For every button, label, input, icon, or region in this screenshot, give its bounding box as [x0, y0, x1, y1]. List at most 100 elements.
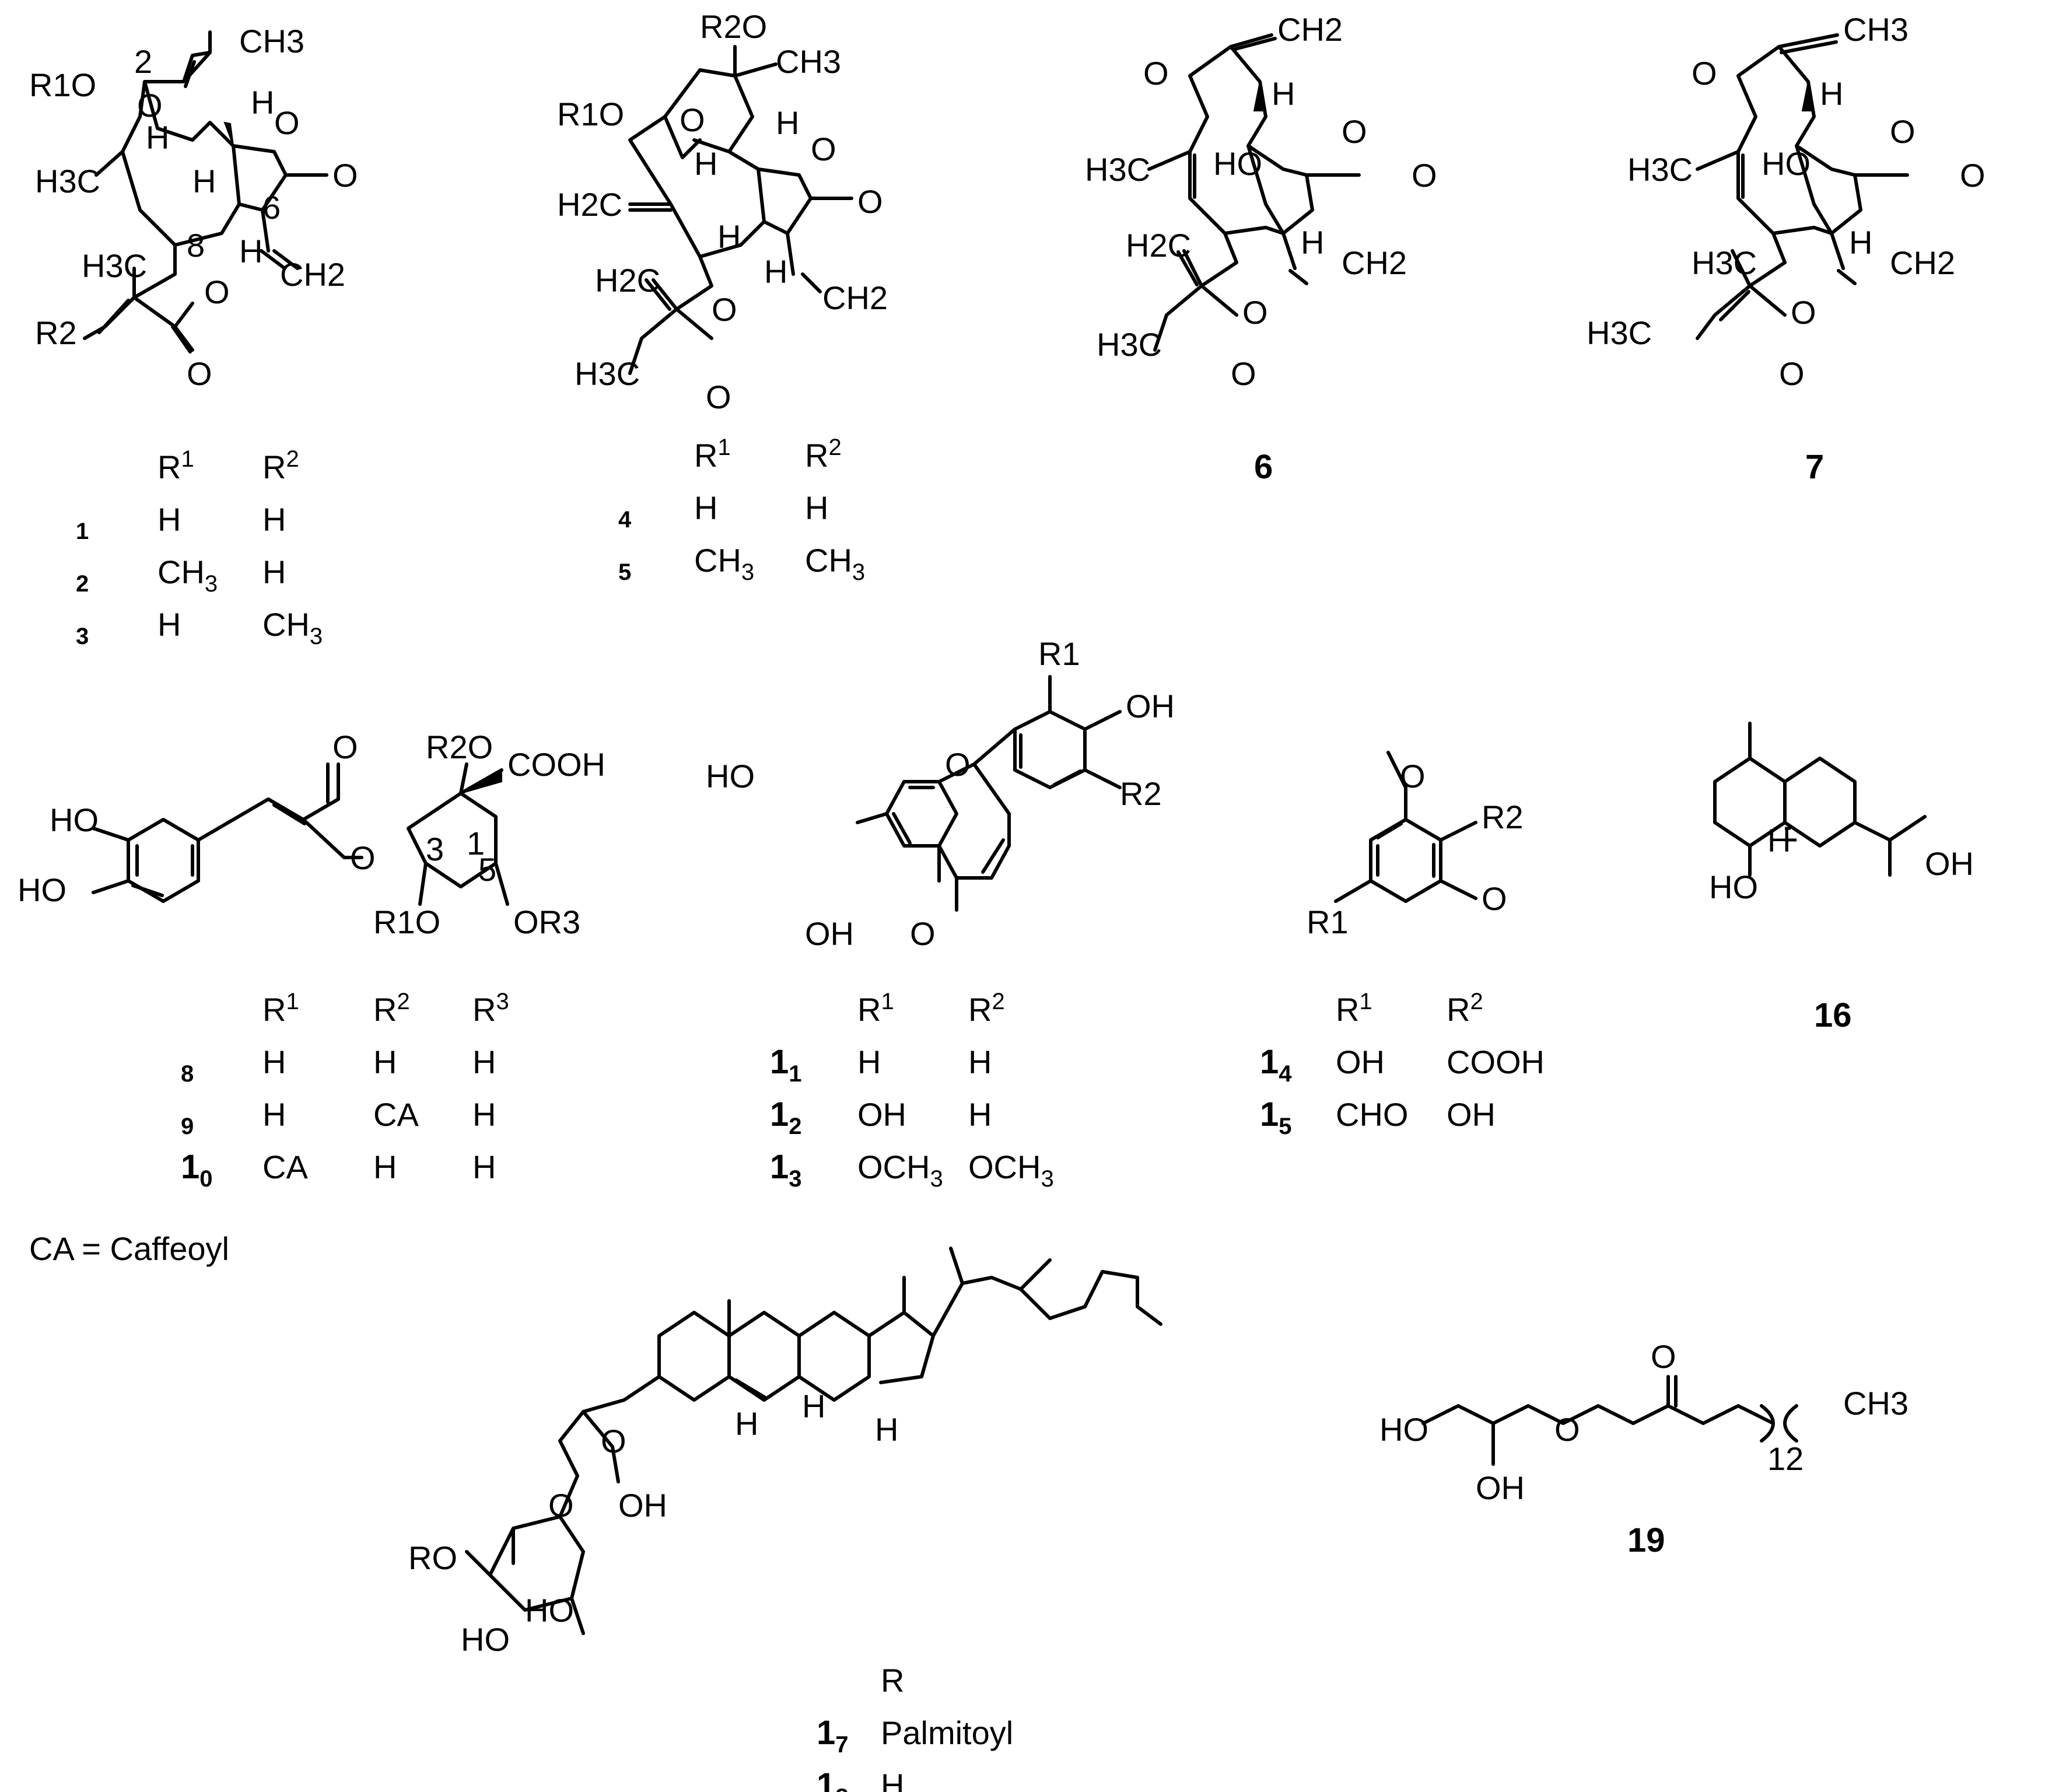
label: COOH: [507, 746, 605, 783]
label: O: [1242, 294, 1268, 331]
label: 6: [262, 189, 281, 226]
label: H: [875, 1411, 898, 1448]
label: CH3: [1843, 1385, 1909, 1422]
substituent-value: CH3: [694, 542, 754, 585]
substituent-value: CH3: [157, 554, 218, 597]
label: 2: [134, 43, 152, 80]
label: H: [239, 233, 262, 270]
label: O: [350, 839, 376, 876]
label: O: [332, 157, 358, 194]
label: H: [1301, 224, 1324, 261]
table-header: R1: [262, 989, 299, 1028]
label: H: [1767, 822, 1791, 859]
substituent-value: CHO: [1336, 1096, 1408, 1133]
structure-8-10: R2O COOH O HO O 1 3 5 HO R1O OR3: [17, 729, 605, 940]
compound-id: 5: [618, 559, 631, 585]
label: H: [764, 253, 787, 290]
structure-6: CH2 O H O O H3C HO H CH2 H2C O H3C O 6: [1085, 11, 1437, 486]
structure-19: O HO O CH3 OH 12 19: [1379, 1338, 1909, 1559]
substituent-value: OH: [1447, 1096, 1496, 1133]
label: CH2: [1277, 11, 1343, 48]
compound-id-6: 6: [1254, 448, 1273, 486]
substituent-value: H: [373, 1149, 397, 1185]
label: H2C: [557, 186, 622, 223]
label: 8: [187, 227, 205, 264]
substituent-value: H: [968, 1096, 992, 1133]
label: O: [1342, 113, 1367, 150]
substituent-value: OCH3: [857, 1149, 943, 1192]
label: CH2: [822, 279, 888, 316]
label: O: [1143, 55, 1169, 92]
label: O: [274, 104, 300, 141]
label: HO: [706, 758, 755, 794]
compound-id: 18: [817, 1766, 849, 1792]
label: 12: [1767, 1440, 1804, 1477]
label: H: [776, 104, 799, 141]
substituent-value: H: [968, 1044, 992, 1080]
label: RO: [408, 1539, 457, 1576]
table-header: R1: [1336, 989, 1372, 1028]
label: R1O: [373, 904, 440, 940]
label: O: [1400, 758, 1426, 794]
substituent-value: H: [472, 1044, 496, 1080]
compound-id-16: 16: [1814, 996, 1852, 1034]
label: O: [811, 131, 836, 167]
table-header: R2: [968, 989, 1005, 1028]
label: H: [694, 145, 717, 182]
substituent-value: OCH3: [968, 1149, 1054, 1192]
label: HO: [50, 802, 99, 838]
compound-id: 1: [76, 519, 89, 544]
substituent-value: CH3: [805, 542, 865, 585]
label: R1O: [29, 66, 96, 103]
label: O: [1890, 113, 1916, 150]
label: R2: [1120, 775, 1162, 812]
table-header: R2: [262, 446, 299, 485]
compound-id: 12: [770, 1096, 802, 1139]
table-header: R: [881, 1662, 904, 1699]
label: CH3: [1843, 11, 1909, 48]
label: H: [192, 163, 216, 200]
label: R2: [35, 314, 77, 351]
label: H3C: [1085, 151, 1150, 188]
label: H: [251, 84, 274, 121]
label: O: [857, 183, 883, 220]
caffeoyl-note: CA = Caffeoyl: [29, 1230, 229, 1267]
label: O: [204, 274, 230, 310]
label: O: [1779, 355, 1805, 392]
label: H: [1849, 224, 1872, 261]
label: H3C: [575, 355, 640, 392]
structure-16: H HO OH 16: [1709, 722, 1974, 1034]
label: R2O: [700, 8, 767, 45]
compound-id: 15: [1260, 1096, 1292, 1139]
label: O: [1692, 55, 1717, 92]
compound-id: 4: [618, 507, 632, 533]
structure-7: CH3 O H O O H3C HO H CH2 H3C O H3C O 7: [1587, 11, 1986, 486]
table-header: R2: [805, 435, 842, 474]
substituent-value: H: [262, 501, 286, 538]
substituent-value: H: [857, 1044, 881, 1080]
compound-id: 13: [770, 1148, 802, 1192]
substituent-value: H: [472, 1096, 496, 1133]
label: R1: [1038, 635, 1080, 672]
label: H3C: [1097, 326, 1162, 363]
substituent-value: COOH: [1447, 1044, 1545, 1080]
label: H2C: [1126, 227, 1191, 264]
substituent-value: OH: [857, 1096, 906, 1133]
compound-id: 17: [817, 1714, 849, 1758]
label: OH: [1925, 845, 1974, 882]
label: O: [1231, 355, 1256, 392]
compound-id: 8: [181, 1061, 194, 1087]
label: HO: [17, 872, 66, 908]
substituent-value: CA: [373, 1096, 419, 1133]
label: CH2: [280, 256, 345, 293]
label: O: [601, 1423, 626, 1460]
label: H3C: [82, 247, 147, 284]
label: O: [712, 291, 737, 328]
structure-4-5: R2O CH3 R1O O H H O O H2C H H CH2 H2C O …: [557, 8, 888, 415]
label: HO: [461, 1621, 510, 1658]
label: HO: [1213, 145, 1262, 182]
substituent-value: Palmitoyl: [881, 1714, 1013, 1751]
table-header: R1: [157, 446, 194, 485]
substituent-value: H: [881, 1767, 904, 1792]
